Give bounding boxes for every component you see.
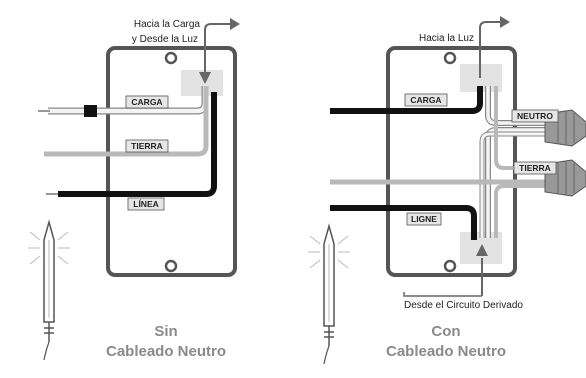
left-tag-line-box: [127, 197, 165, 211]
right-load-arrowhead: [500, 16, 510, 28]
right-tag-neutral: NEUTRO: [517, 111, 553, 121]
right-line-wire: [330, 205, 477, 240]
right-caption-line1: Con: [431, 323, 460, 340]
right-tag-line: LIGNE: [411, 214, 437, 224]
left-line-wire: [58, 92, 217, 197]
right-box-screw-top: [443, 51, 457, 65]
right-branch-arrowhead: [476, 244, 488, 256]
right-tag-load-box: [404, 93, 448, 107]
left-caption-line1: Sin: [154, 323, 177, 340]
right-box-screw-bottom: [443, 259, 457, 273]
left-load-arrowhead-down: [199, 72, 211, 84]
left-load-sleeve: [84, 105, 97, 117]
right-top-label: Hacia la Luz: [419, 33, 474, 44]
left-ground-wire: [44, 86, 209, 157]
left-load-arrowhead-right: [230, 18, 240, 30]
left-panel: CARGA TIERRA LÍNEA Hacia la Carga y Desd…: [28, 18, 240, 361]
right-branch-arrow: [403, 292, 482, 297]
left-top-label-line1: Hacia la Carga: [134, 19, 201, 30]
left-load-arrow: [204, 23, 232, 78]
left-voltage-tester-icon: [28, 219, 70, 361]
right-tag-load: CARGA: [410, 95, 441, 105]
right-voltage-tester-icon: [308, 223, 350, 365]
left-tag-load-box: [125, 95, 169, 109]
right-panel: CARGA NEUTRO TIERRA LIGNE Hacia la Luz D…: [308, 16, 586, 365]
left-box-screw-bottom: [164, 259, 178, 273]
right-caption-line2: Cableado Neutro: [386, 343, 506, 360]
left-tag-line: LÍNEA: [133, 199, 159, 209]
right-bottom-label: Desde el Circuito Derivado: [404, 300, 523, 311]
left-top-label-line2: y Desde la Luz: [132, 34, 198, 45]
right-load-arrow: [479, 21, 502, 78]
right-tag-ground-box: [513, 161, 557, 175]
left-caption-line2: Cableado Neutro: [106, 343, 226, 360]
left-tag-ground: TIERRA: [131, 141, 163, 151]
right-tag-ground: TIERRA: [519, 163, 551, 173]
left-tag-ground-box: [125, 139, 169, 153]
right-tag-neutral-box: [511, 109, 559, 123]
left-tag-load: CARGA: [131, 97, 162, 107]
right-tag-line-box: [406, 212, 442, 226]
left-box-screw-top: [164, 51, 178, 65]
right-ground-wires: [330, 86, 550, 238]
right-load-wire: [330, 86, 483, 114]
